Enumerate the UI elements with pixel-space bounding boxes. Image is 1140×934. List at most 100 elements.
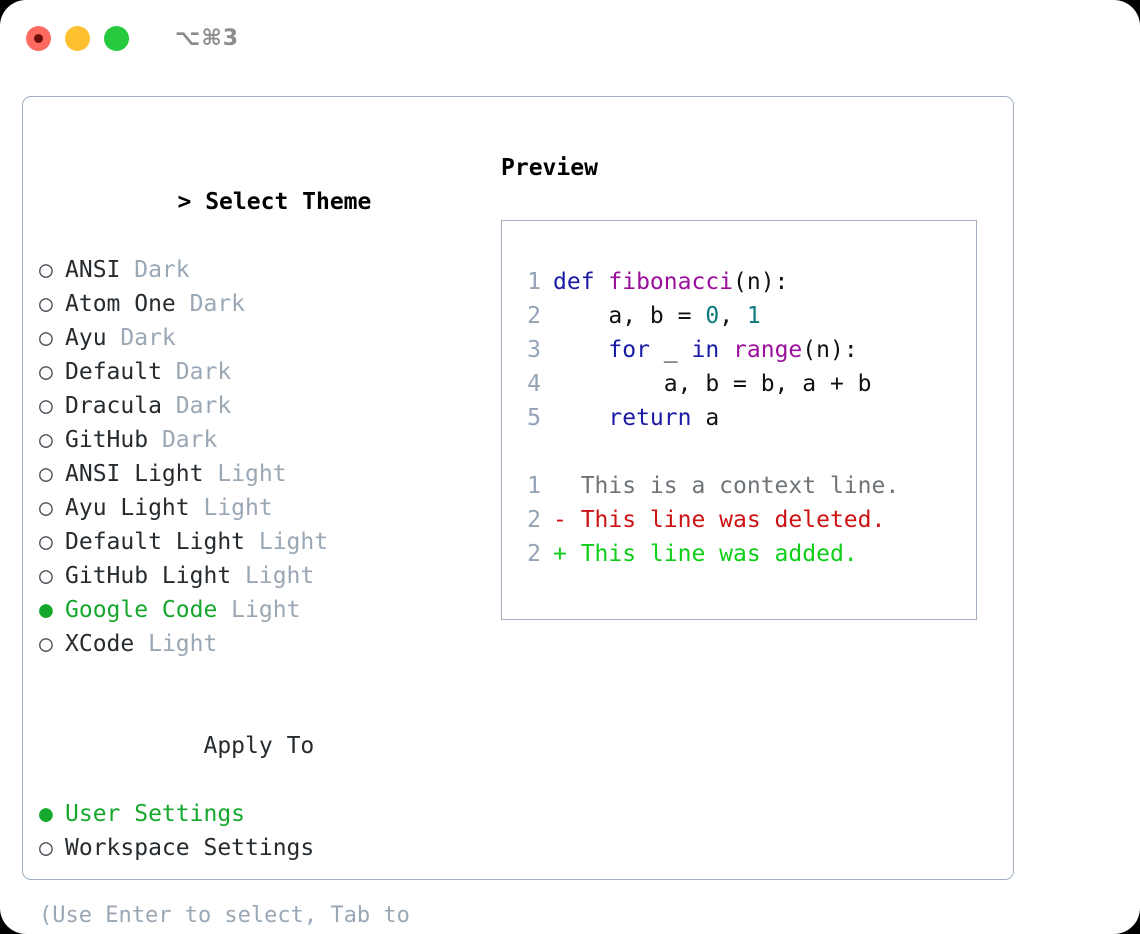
- theme-option-atom-one[interactable]: ○ Atom One Dark: [39, 287, 489, 321]
- diff-line: 2 + This line was added.: [515, 537, 899, 571]
- select-theme-heading: > Select Theme: [39, 151, 489, 253]
- title-bar: ⌥⌘3: [0, 0, 1140, 76]
- theme-option-google-code[interactable]: ●Google Code Light: [39, 593, 489, 627]
- theme-option-variant: Dark: [148, 427, 218, 453]
- caret-icon: >: [177, 189, 192, 215]
- line-number: 5: [527, 405, 541, 431]
- keyboard-hint: (Use Enter to select, Tab to change focu…: [39, 903, 410, 928]
- line-number: 3: [527, 337, 541, 363]
- close-button-icon[interactable]: [26, 25, 51, 51]
- theme-option-variant: Light: [189, 495, 273, 521]
- theme-option-dracula[interactable]: ○Dracula Dark: [39, 389, 489, 423]
- theme-option-label: ANSI: [65, 257, 121, 283]
- theme-option-label: Atom One: [65, 291, 176, 317]
- code-token: [553, 405, 608, 431]
- theme-picker-column: > Select Theme ○ANSI Dark○Atom One Dark○…: [39, 151, 489, 934]
- theme-option-ansi-light[interactable]: ○ANSI Light Light: [39, 457, 489, 491]
- code-token: [719, 337, 733, 363]
- theme-option-variant: Light: [203, 461, 287, 487]
- radio-unselected-icon: ○: [39, 291, 53, 317]
- theme-option-variant: Dark: [120, 257, 190, 283]
- code-token: 1: [746, 303, 761, 329]
- radio-selected-icon: ●: [39, 597, 53, 623]
- theme-option-label: GitHub Light: [65, 563, 232, 589]
- apply-to-title: Apply To: [203, 733, 315, 759]
- code-token: def: [553, 269, 609, 295]
- theme-option-variant: Dark: [161, 393, 232, 419]
- apply-to-option-user-settings[interactable]: ●User Settings: [39, 797, 489, 831]
- line-number: 4: [527, 371, 541, 397]
- code-line: 3 for _ in range(n):: [515, 333, 899, 367]
- diff-line: 1 This is a context line.: [515, 469, 899, 503]
- apply-to-option-workspace-settings[interactable]: ○ Workspace Settings: [39, 831, 489, 865]
- radio-unselected-icon: ○: [39, 631, 53, 657]
- code-token: fibonacci: [608, 269, 734, 295]
- radio-unselected-icon: ○: [39, 257, 53, 283]
- code-token: a: [691, 405, 720, 431]
- select-theme-title: Select Theme: [205, 189, 372, 215]
- code-token: in: [691, 337, 720, 363]
- code-spacer: [515, 435, 899, 469]
- code-token: 0: [705, 303, 720, 329]
- theme-option-ayu-light[interactable]: ○ Ayu Light Light: [39, 491, 489, 525]
- theme-option-default[interactable]: ○ Default Dark: [39, 355, 489, 389]
- code-token: [553, 337, 608, 363]
- theme-option-variant: Light: [245, 529, 329, 555]
- code-token: a, b = b, a + b: [553, 371, 872, 397]
- theme-option-label: ANSI Light: [65, 461, 204, 487]
- theme-option-label: Default Light: [65, 529, 246, 555]
- radio-unselected-icon: ○: [39, 359, 53, 385]
- radio-unselected-icon: ○: [39, 835, 53, 861]
- diff-line: 2 - This line was deleted.: [515, 503, 899, 537]
- radio-unselected-icon: ○: [39, 529, 53, 555]
- code-line: 5 return a: [515, 401, 899, 435]
- radio-unselected-icon: ○: [39, 427, 53, 453]
- code-token: range: [733, 337, 803, 363]
- theme-option-variant: Light: [231, 563, 315, 589]
- theme-option-github[interactable]: ○ GitHub Dark: [39, 423, 489, 457]
- zoom-button-icon[interactable]: [104, 25, 129, 51]
- code-token: _: [649, 337, 692, 363]
- radio-unselected-icon: ○: [39, 563, 53, 589]
- line-number: 2: [527, 303, 541, 329]
- traffic-lights: [26, 25, 129, 51]
- theme-option-label: Default: [65, 359, 162, 385]
- apply-to-option-label: Workspace Settings: [65, 835, 315, 861]
- theme-option-default-light[interactable]: ○ Default Light Light: [39, 525, 489, 559]
- code-token: return: [608, 405, 692, 431]
- theme-option-variant: Dark: [161, 359, 232, 385]
- apply-to-list: ●User Settings ○ Workspace Settings: [39, 797, 489, 865]
- line-number: 2: [527, 507, 541, 533]
- theme-option-github-light[interactable]: ○ GitHub Light Light: [39, 559, 489, 593]
- apply-to-heading: Apply To: [39, 695, 489, 797]
- code-token: for: [608, 337, 650, 363]
- theme-option-variant: Dark: [175, 291, 246, 317]
- code-line: 2 a, b = 0, 1: [515, 299, 899, 333]
- theme-option-xcode[interactable]: ○XCode Light: [39, 627, 489, 661]
- code-line: 4 a, b = b, a + b: [515, 367, 899, 401]
- theme-option-label: GitHub: [65, 427, 149, 453]
- theme-option-label: Ayu: [65, 325, 107, 351]
- content-panel: > Select Theme ○ANSI Dark○Atom One Dark○…: [22, 96, 1014, 928]
- minimize-button-icon[interactable]: [65, 25, 90, 51]
- code-token: (n):: [802, 337, 858, 363]
- radio-unselected-icon: ○: [39, 495, 53, 521]
- theme-option-ansi[interactable]: ○ ANSI Dark: [39, 253, 489, 287]
- radio-unselected-icon: ○: [39, 325, 53, 351]
- keyboard-shortcut-label: ⌥⌘3: [175, 25, 240, 51]
- radio-selected-icon: ●: [39, 801, 53, 827]
- theme-option-label: Dracula: [65, 393, 162, 419]
- theme-option-label: Ayu Light: [65, 495, 190, 521]
- code-token: - This line was deleted.: [553, 507, 886, 533]
- theme-option-label: Google Code: [65, 597, 218, 623]
- line-number: 2: [527, 541, 541, 567]
- code-token: a, b =: [553, 303, 706, 329]
- code-token: + This line was added.: [553, 541, 858, 567]
- code-token: (n):: [733, 269, 789, 295]
- theme-option-label: XCode: [65, 631, 135, 657]
- theme-option-ayu[interactable]: ○Ayu Dark: [39, 321, 489, 355]
